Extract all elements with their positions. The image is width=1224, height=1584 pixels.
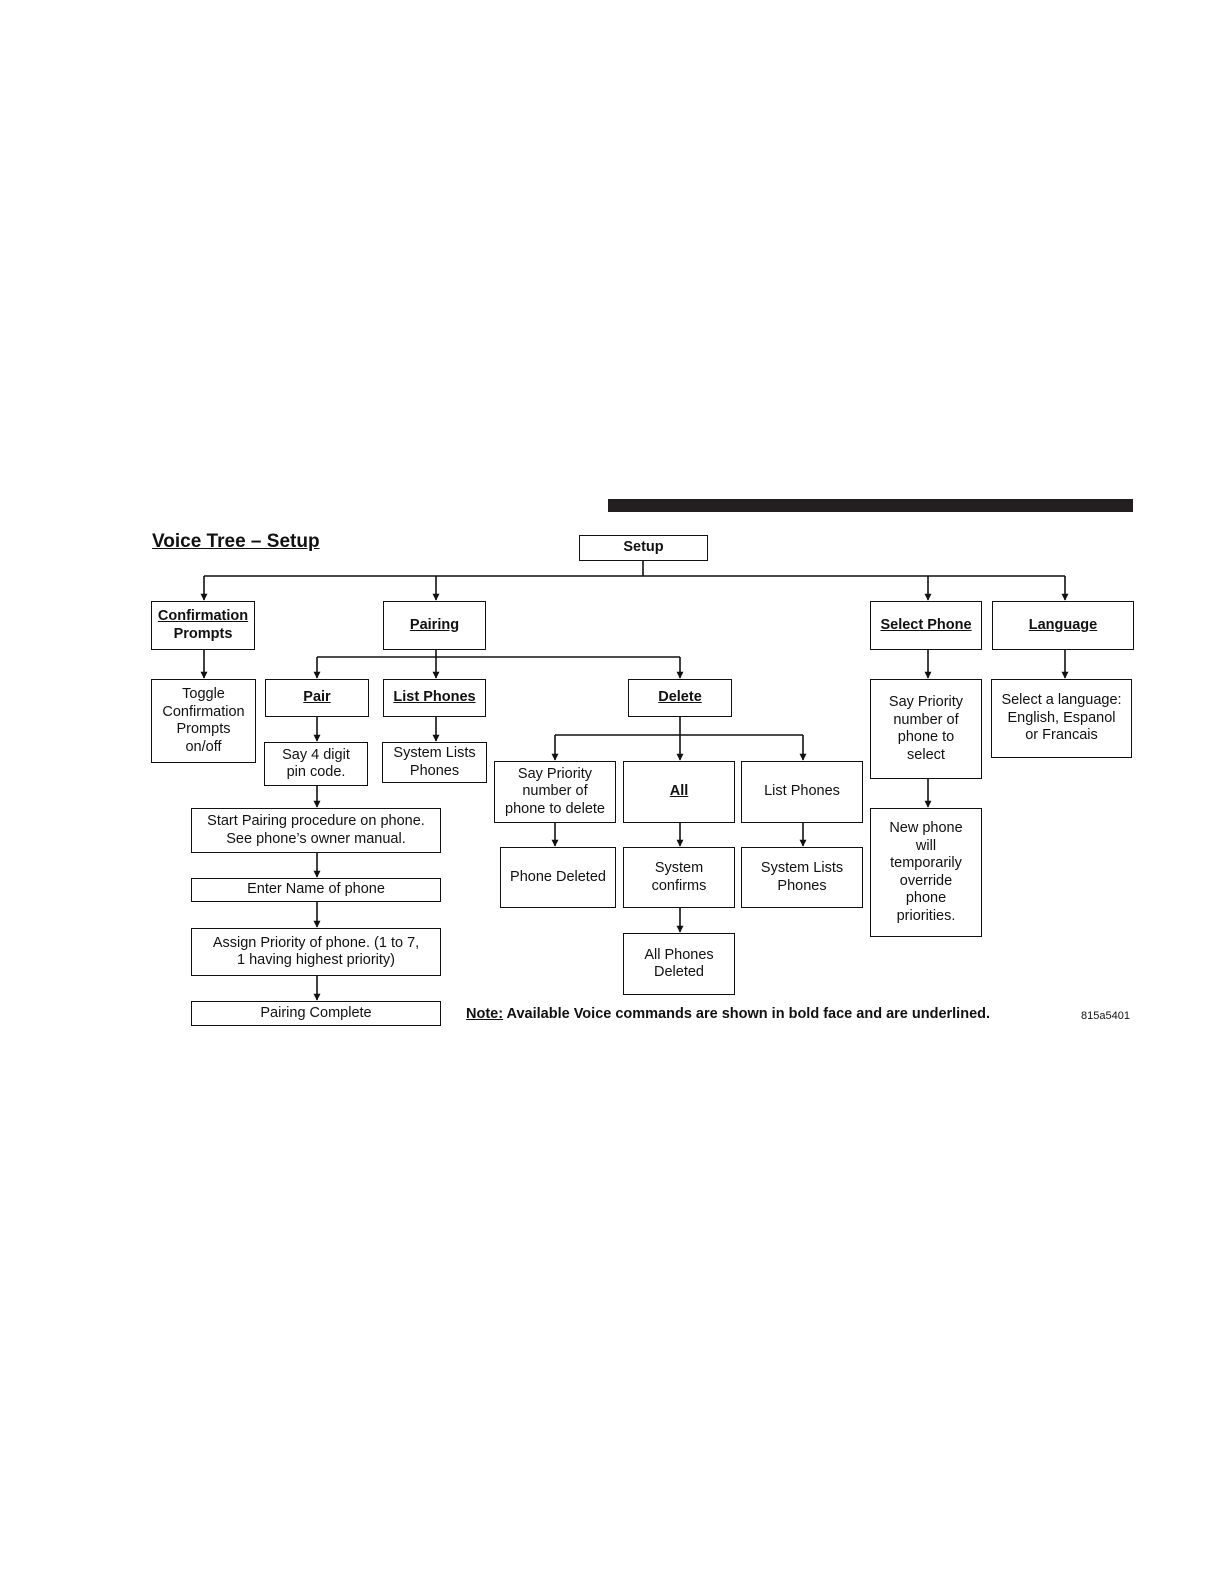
header-rule [608, 499, 1133, 512]
legend-note: Note: Available Voice commands are shown… [466, 1006, 991, 1022]
new-phone-override-node: New phone will temporarily override phon… [870, 808, 982, 937]
delete-node: Delete [628, 679, 732, 717]
all-phones-deleted-node: All Phones Deleted [623, 933, 735, 995]
delete-system-lists-node: System Lists Phones [741, 847, 863, 908]
setup-node: Setup [579, 535, 708, 561]
select-phone-node: Select Phone [870, 601, 982, 650]
enter-name-node: Enter Name of phone [191, 878, 441, 902]
system-confirms-node: System confirms [623, 847, 735, 908]
delete-list-phones-node: List Phones [741, 761, 863, 823]
say-priority-select-node: Say Priority number of phone to select [870, 679, 982, 779]
all-node: All [623, 761, 735, 823]
say-pin-node: Say 4 digit pin code. [264, 742, 368, 786]
assign-priority-node: Assign Priority of phone. (1 to 7, 1 hav… [191, 928, 441, 976]
pairing-complete-node: Pairing Complete [191, 1001, 441, 1026]
phone-deleted-node: Phone Deleted [500, 847, 616, 908]
language-node: Language [992, 601, 1134, 650]
page-title: Voice Tree – Setup [152, 531, 320, 552]
system-lists-phones-node: System Lists Phones [382, 742, 487, 783]
pair-node: Pair [265, 679, 369, 717]
list-phones-node: List Phones [383, 679, 486, 717]
toggle-confirmation-node: Toggle Confirmation Prompts on/off [151, 679, 256, 763]
confirmation-prompts-node: Confirmation Prompts [151, 601, 255, 650]
figure-code: 815a5401 [1081, 1010, 1130, 1022]
say-priority-delete-node: Say Priority number of phone to delete [494, 761, 616, 823]
start-pairing-node: Start Pairing procedure on phone. See ph… [191, 808, 441, 853]
pairing-node: Pairing [383, 601, 486, 650]
select-language-node: Select a language: English, Espanol or F… [991, 679, 1132, 758]
